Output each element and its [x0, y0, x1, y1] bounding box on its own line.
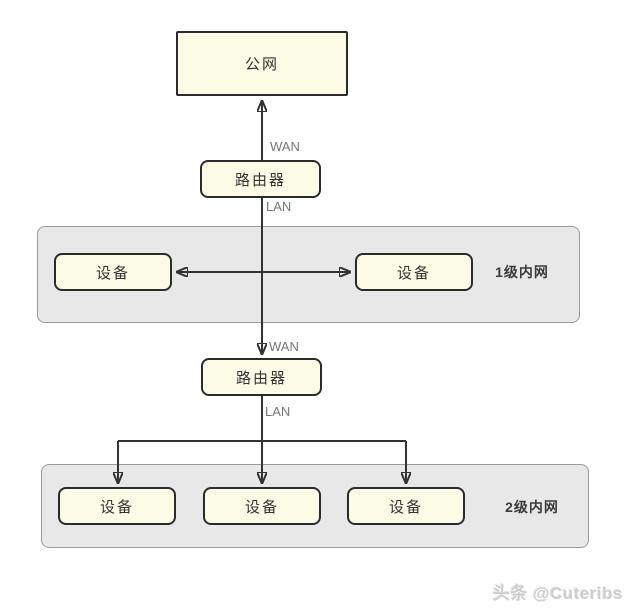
zone2-device-center-label: 设备	[244, 498, 279, 516]
zone2-device-right-label: 设备	[388, 498, 423, 516]
router1-label: 路由器	[234, 171, 286, 189]
zone1-device-left-label: 设备	[95, 264, 130, 282]
zone2-device-left-label: 设备	[99, 498, 134, 516]
public-network-label: 公网	[244, 56, 279, 73]
zone2-label: 2级内网	[505, 499, 559, 515]
zone2-device-center-node: 设备	[203, 487, 321, 525]
router1-node: 路由器	[200, 160, 321, 198]
router2-label: 路由器	[235, 369, 287, 387]
watermark-text: 头条 @Cuteribs	[492, 584, 623, 603]
lan-label-router2: LAN	[265, 404, 291, 419]
zone2-device-right-node: 设备	[347, 487, 465, 525]
zone2-device-left-node: 设备	[58, 487, 176, 525]
public-network-node: 公网	[176, 31, 348, 96]
zone1-device-right-node: 设备	[355, 253, 473, 291]
wan-label-router2: WAN	[269, 339, 299, 354]
lan-label-router1: LAN	[266, 199, 292, 214]
wan-label-router1: WAN	[270, 139, 300, 154]
zone1-label: 1级内网	[495, 264, 549, 280]
router2-node: 路由器	[201, 358, 322, 396]
zone1-device-right-label: 设备	[396, 264, 431, 282]
zone1-device-left-node: 设备	[54, 253, 172, 291]
